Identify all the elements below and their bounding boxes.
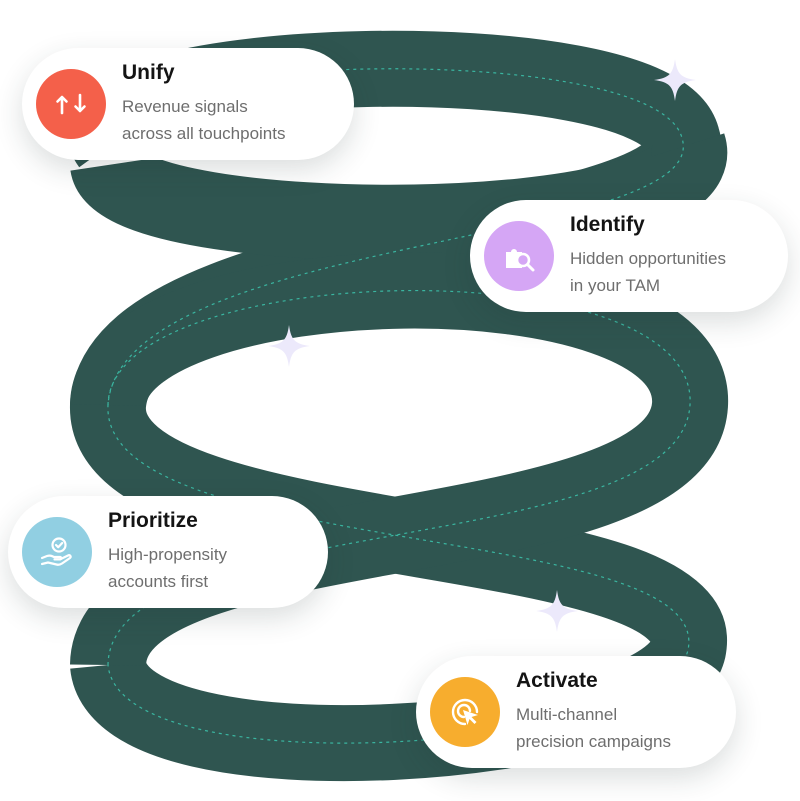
- card-description-line: High-propensity: [108, 545, 228, 564]
- card-title: Identify: [570, 213, 645, 236]
- step-card-activate: Activate Multi-channel precision campaig…: [416, 656, 736, 768]
- sparkle-icon: [268, 325, 310, 367]
- step-card-unify: Unify Revenue signals across all touchpo…: [22, 48, 354, 160]
- hand-check-icon: [40, 537, 72, 566]
- sync-arrows-icon: [56, 93, 86, 115]
- ribbon-track: [67, 30, 728, 782]
- puzzle-search-icon: [506, 249, 535, 272]
- card-description-line: Revenue signals: [122, 97, 248, 116]
- card-description-line: across all touchpoints: [122, 124, 286, 143]
- step-card-identify: Identify Hidden opportunities in your TA…: [470, 200, 788, 312]
- card-description-line: Hidden opportunities: [570, 249, 726, 268]
- card-title: Unify: [122, 61, 175, 84]
- sparkle-icon: [654, 59, 696, 101]
- activate-badge: [430, 677, 500, 747]
- card-description-line: in your TAM: [570, 276, 661, 295]
- step-card-prioritize: Prioritize High-propensity accounts firs…: [8, 496, 328, 608]
- sparkle-icon: [536, 590, 578, 632]
- identify-badge: [484, 221, 554, 291]
- card-title: Activate: [516, 669, 598, 692]
- card-title: Prioritize: [108, 509, 198, 532]
- prioritize-badge: [22, 517, 92, 587]
- card-description: Hidden opportunities in your TAM: [570, 245, 726, 299]
- unify-badge: [36, 69, 106, 139]
- card-description: Multi-channel precision campaigns: [516, 701, 671, 755]
- cursor-click-icon: [451, 698, 479, 726]
- card-description: Revenue signals across all touchpoints: [122, 93, 285, 147]
- card-description: High-propensity accounts first: [108, 541, 227, 595]
- card-description-line: accounts first: [108, 572, 209, 591]
- card-description-line: Multi-channel: [516, 705, 618, 724]
- card-description-line: precision campaigns: [516, 732, 671, 751]
